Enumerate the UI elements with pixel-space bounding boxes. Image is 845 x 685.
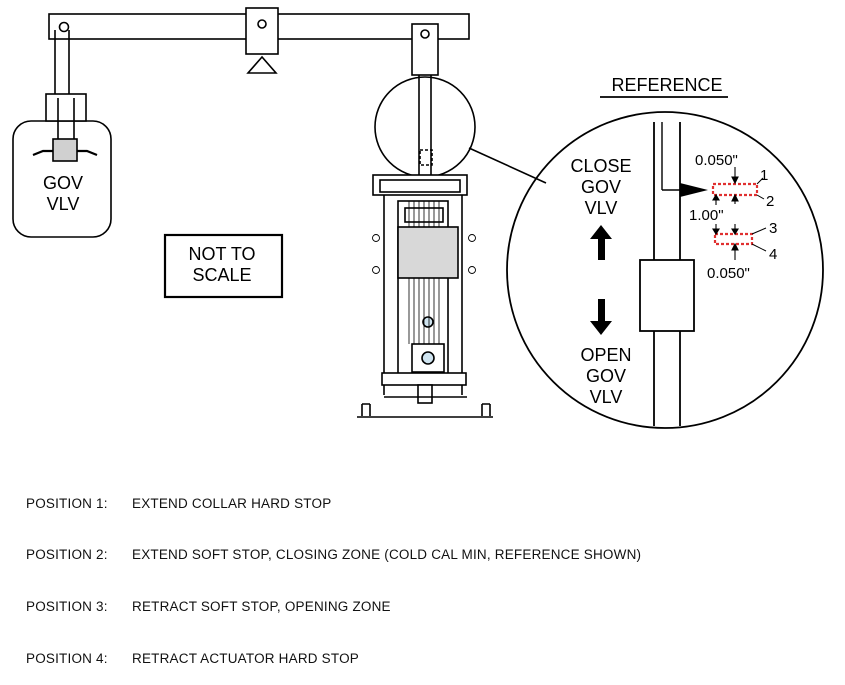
position-2-label: 2 (766, 193, 774, 210)
not-to-scale-line2: SCALE (192, 265, 251, 285)
detail-leader-line (468, 147, 547, 184)
not-to-scale-box (163, 233, 284, 299)
dimension-mid-label: 1.00" (689, 207, 724, 224)
legend-row-2: POSITION 2: EXTEND SOFT STOP, CLOSING ZON… (26, 546, 641, 563)
direction-arrows (590, 225, 612, 335)
actuator-base (381, 372, 467, 386)
reference-pointer (680, 183, 708, 197)
fulcrum-triangle (246, 55, 278, 74)
dimension-arrows (712, 167, 739, 260)
legend-position: POSITION 1: (26, 495, 108, 511)
right-clevis (411, 23, 439, 76)
position-1-label: 1 (760, 167, 768, 184)
legend-description: RETRACT ACTUATOR HARD STOP (132, 651, 359, 667)
dimension-top-label: 0.050" (695, 152, 738, 169)
open-gov-vlv-line1: OPEN (580, 345, 631, 365)
gov-valve-bonnet (45, 93, 87, 122)
gov-valve-stem (52, 138, 78, 162)
legend-description: RETRACT SOFT STOP, OPENING ZONE (132, 599, 391, 615)
actuator-hatching (408, 201, 440, 344)
legend-row-4: POSITION 4: RETRACT ACTUATOR HARD STOP (26, 650, 641, 667)
legend-description: EXTEND COLLAR HARD STOP (132, 495, 332, 511)
close-gov-vlv-line1: CLOSE (570, 156, 631, 176)
diagram-canvas: GOV VLV NOT TO SCALE REFERENCE CLOSE GOV… (12, 7, 824, 429)
position-legend: POSITION 1: EXTEND COLLAR HARD STOP POSIT… (26, 460, 641, 685)
legend-position: POSITION 2: (26, 547, 108, 563)
legend-row-3: POSITION 3: RETRACT SOFT STOP, OPENING ZO… (26, 598, 641, 615)
close-arrow-icon (590, 225, 612, 260)
legend-row-1: POSITION 1: EXTEND COLLAR HARD STOP (26, 495, 641, 512)
legend-position: POSITION 3: (26, 599, 108, 615)
valve-collar (639, 259, 695, 332)
actuator-piston (397, 226, 459, 279)
fulcrum-block (245, 7, 279, 55)
side-bolts (372, 234, 476, 274)
open-gov-vlv-line3: VLV (590, 387, 623, 407)
legend-description: EXTEND SOFT STOP, CLOSING ZONE (COLD CAL… (132, 547, 642, 563)
position-4-label: 4 (769, 246, 777, 263)
dimension-bottom-label: 0.050" (707, 265, 750, 282)
detail-circle-large (506, 111, 824, 429)
callout-leaders (751, 177, 767, 252)
not-to-scale-line1: NOT TO (188, 244, 255, 264)
right-clevis-pin (420, 29, 430, 39)
open-arrow-icon (590, 299, 612, 335)
legend-position: POSITION 4: (26, 651, 108, 667)
left-pivot-pin (58, 21, 70, 33)
position-3-4-marker (713, 232, 754, 246)
fulcrum-pin (257, 19, 267, 29)
actuator-diagram: GOV VLV NOT TO SCALE REFERENCE CLOSE GOV… (12, 7, 824, 666)
gov-vlv-label-line2: VLV (47, 194, 80, 214)
close-gov-vlv-line2: GOV (581, 177, 621, 197)
reference-label: REFERENCE (611, 75, 722, 95)
gov-vlv-label-line1: GOV (43, 173, 83, 193)
position-1-2-marker (711, 182, 759, 197)
open-gov-vlv-line2: GOV (586, 366, 626, 386)
position-3-label: 3 (769, 220, 777, 237)
detail-circle-small (374, 76, 476, 178)
close-gov-vlv-line3: VLV (585, 198, 618, 218)
